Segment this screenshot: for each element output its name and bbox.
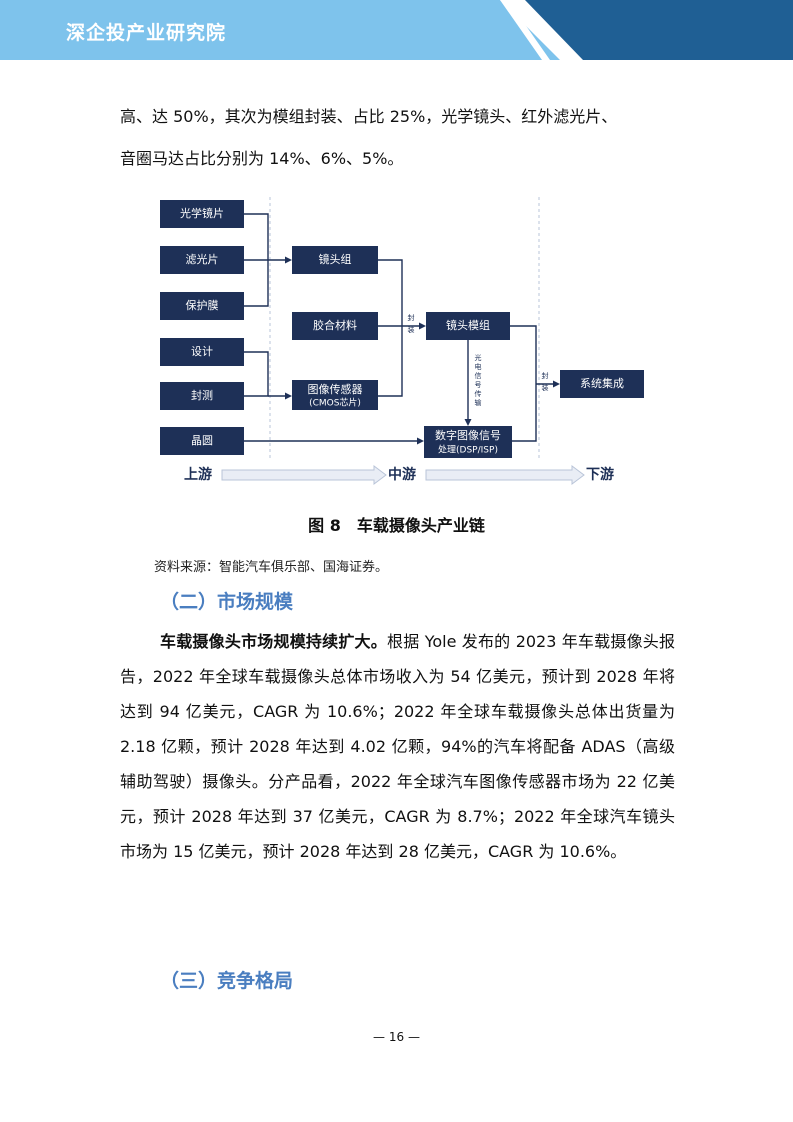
mid-box-dsp: 数字图像信号 处理(DSP/ISP) (424, 426, 512, 458)
svg-text:图像传感器: 图像传感器 (308, 383, 363, 396)
svg-text:输: 输 (475, 398, 482, 407)
page-number: — 16 — (373, 1030, 420, 1044)
stage-midstream: 中游 (388, 466, 416, 483)
paragraph-text: 根据 Yole 发布的 2023 年车载摄像头报告，2022 年全球车载摄像头总… (120, 632, 675, 861)
svg-text:传: 传 (475, 389, 482, 398)
banner-shape (0, 0, 793, 60)
svg-text:数字图像信号: 数字图像信号 (435, 428, 501, 442)
svg-text:镜头组: 镜头组 (319, 252, 352, 266)
mid-box-lens-group: 镜头组 (292, 246, 378, 274)
svg-text:保护膜: 保护膜 (186, 298, 219, 312)
upstream-box-wafer: 晶圆 (160, 427, 244, 455)
lead-sentence: 车载摄像头市场规模持续扩大。 (160, 632, 387, 651)
figure-caption: 图 8 车载摄像头产业链 (308, 516, 485, 535)
org-name: 深企投产业研究院 (66, 22, 227, 44)
svg-text:光: 光 (475, 353, 482, 362)
svg-text:晶圆: 晶圆 (191, 434, 213, 447)
stage-upstream: 上游 (184, 466, 212, 483)
pack-label-2b: 装 (542, 383, 549, 392)
upstream-box-protective-film: 保护膜 (160, 292, 244, 320)
upstream-box-optical-lens: 光学镜片 (160, 200, 244, 228)
svg-text:(CMOS芯片): (CMOS芯片) (309, 397, 361, 409)
source-note: 资料来源：智能汽车俱乐部、国海证券。 (154, 560, 389, 575)
svg-text:滤光片: 滤光片 (186, 252, 219, 266)
intro-line-1: 高、达 50%，其次为模组封装、占比 25%，光学镜头、红外滤光片、 (120, 107, 618, 126)
upstream-box-test: 封测 (160, 382, 244, 410)
mid-box-glue: 胶合材料 (292, 312, 378, 340)
svg-text:设计: 设计 (191, 345, 213, 358)
upstream-box-design: 设计 (160, 338, 244, 366)
svg-text:光学镜片: 光学镜片 (180, 206, 224, 220)
svg-text:胶合材料: 胶合材料 (313, 318, 357, 332)
market-size-paragraph: 车载摄像头市场规模持续扩大。根据 Yole 发布的 2023 年车载摄像头报告，… (120, 624, 675, 869)
section-heading-market-size: （二）市场规模 (160, 591, 294, 613)
svg-text:电: 电 (475, 362, 482, 371)
pack-label-2a: 封 (542, 371, 549, 380)
mid-box-lens-module: 镜头模组 (426, 312, 510, 340)
pack-label-1a: 封 (408, 313, 415, 322)
svg-text:号: 号 (475, 381, 482, 389)
downstream-box-system: 系统集成 (560, 370, 644, 398)
svg-text:处理(DSP/ISP): 处理(DSP/ISP) (438, 444, 498, 456)
stage-downstream: 下游 (586, 466, 614, 483)
svg-text:封测: 封测 (191, 388, 213, 402)
svg-text:系统集成: 系统集成 (580, 376, 624, 390)
pack-label-1b: 装 (408, 325, 415, 334)
svg-text:镜头模组: 镜头模组 (446, 318, 490, 332)
intro-line-2: 音圈马达占比分别为 14%、6%、5%。 (120, 149, 404, 168)
section-heading-competition: （三）竞争格局 (160, 970, 294, 992)
industry-chain-diagram: 光学镜片 滤光片 保护膜 设计 封测 晶圆 镜头组 胶合材料 图像传感器 (CM… (160, 197, 644, 485)
mid-box-image-sensor: 图像传感器 (CMOS芯片) (292, 380, 378, 410)
svg-text:信: 信 (475, 371, 482, 380)
upstream-box-filter: 滤光片 (160, 246, 244, 274)
